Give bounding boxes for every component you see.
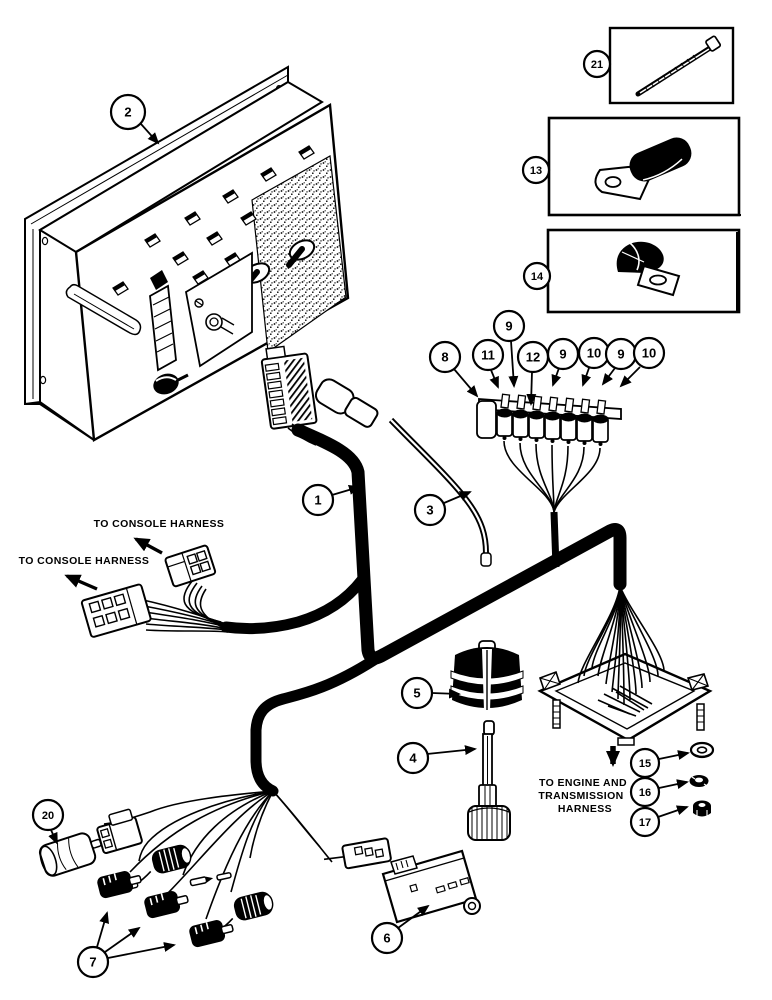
- callout-11: 11: [471, 338, 505, 372]
- harness-trunk: [291, 423, 627, 665]
- svg-text:5: 5: [413, 686, 420, 701]
- console-arrow-icon: [64, 574, 98, 591]
- callout-16: 16: [629, 776, 661, 808]
- bottom-connector-4pin: [96, 808, 143, 855]
- svg-text:12: 12: [526, 350, 540, 365]
- svg-text:9: 9: [505, 319, 512, 334]
- cluster-edge-connector: [149, 270, 177, 372]
- bottom-wire-fan: [103, 790, 333, 920]
- callout-4: 4: [396, 741, 430, 775]
- callout-13: 13: [521, 155, 551, 185]
- cluster-lamp-plate: [184, 251, 253, 368]
- callout-8: 8: [428, 340, 462, 374]
- callout-leaders: [48, 123, 690, 959]
- cluster-bottom-edge: [24, 400, 95, 441]
- callout-21: 21: [582, 49, 612, 79]
- svg-text:9: 9: [617, 347, 624, 362]
- callout-balloons: 1 2 3 4 5 6 7 8 11 9 12 9 10 9 10 13 14 …: [31, 49, 666, 979]
- console-arrow-icon: [133, 537, 163, 555]
- lock-washer: [689, 775, 709, 787]
- console-ribbon-wires: [142, 579, 229, 633]
- callout-14: 14: [522, 261, 552, 291]
- clamp-box: [547, 116, 741, 217]
- module-connector-3pin: [323, 837, 392, 870]
- plug-connector: [187, 915, 236, 950]
- module-mount-ear: [463, 897, 481, 915]
- cluster-top-face: [38, 80, 324, 254]
- engine-harness-label-line2: TRANSMISSION: [538, 790, 623, 802]
- lamp-rail-wires: [503, 440, 601, 513]
- callout-10b: 10: [632, 336, 666, 370]
- callout-5: 5: [400, 676, 434, 710]
- cluster-harness-connector: [260, 345, 318, 430]
- plate-foot: [617, 737, 635, 746]
- engine-harness-label-line1: TO ENGINE AND: [539, 777, 627, 789]
- svg-text:8: 8: [441, 350, 448, 365]
- grommet: [450, 640, 524, 710]
- wiring-harness: [220, 423, 627, 797]
- callout-9c: 9: [604, 337, 638, 371]
- cable-clamp: [594, 137, 692, 201]
- boot-cable: [314, 378, 492, 567]
- instrument-cluster: [24, 65, 350, 442]
- lamp-rail-end-plate: [476, 400, 497, 439]
- svg-text:6: 6: [383, 931, 390, 946]
- engine-harness-label-line3: HARNESS: [558, 803, 612, 815]
- console-harness-label-lower: TO CONSOLE HARNESS: [19, 555, 150, 567]
- callout-9: 9: [492, 309, 526, 343]
- flasher-module: [381, 849, 481, 924]
- console-connector-6pin: [80, 583, 152, 638]
- svg-text:9: 9: [559, 347, 566, 362]
- drive-shaft: [467, 720, 511, 841]
- svg-text:7: 7: [89, 955, 96, 970]
- hex-nut: [693, 800, 711, 817]
- plug-connector: [142, 886, 191, 921]
- console-harness-label-upper: TO CONSOLE HARNESS: [94, 518, 225, 530]
- callout-20: 20: [31, 798, 65, 832]
- svg-text:4: 4: [409, 751, 417, 766]
- harness-bottom-branch: [250, 654, 380, 797]
- callout-6: 6: [370, 921, 404, 955]
- callout-10: 10: [577, 336, 611, 370]
- svg-text:21: 21: [591, 59, 603, 71]
- bullet-connector: [189, 872, 232, 887]
- plug-connector: [95, 866, 144, 901]
- callout-9b: 9: [546, 337, 580, 371]
- plate-stud: [552, 699, 561, 729]
- engine-wire-fan: [577, 585, 665, 717]
- callout-12: 12: [516, 340, 550, 374]
- svg-text:2: 2: [124, 105, 131, 120]
- clamp-bracket-box: [546, 228, 741, 314]
- cluster-knob: [153, 373, 189, 395]
- svg-text:17: 17: [639, 817, 651, 829]
- callout-7: 7: [76, 945, 110, 979]
- cable-tie: [635, 35, 722, 97]
- svg-text:14: 14: [531, 271, 544, 283]
- callout-17: 17: [629, 806, 661, 838]
- plate-stud: [696, 703, 705, 731]
- callout-3: 3: [413, 493, 447, 527]
- callout-1: 1: [301, 483, 335, 517]
- capacitor: [38, 832, 102, 877]
- flat-washer: [689, 741, 715, 759]
- toggle-switch: [286, 239, 316, 268]
- engine-connector-plate: [537, 652, 713, 746]
- svg-text:20: 20: [42, 810, 54, 822]
- console-connector-4pin: [164, 544, 217, 588]
- svg-text:11: 11: [481, 348, 495, 363]
- cable-tie-box: [608, 26, 735, 105]
- svg-text:16: 16: [639, 787, 651, 799]
- svg-text:10: 10: [642, 346, 656, 361]
- svg-text:13: 13: [530, 165, 542, 177]
- lamp-rail: [476, 393, 622, 513]
- svg-text:15: 15: [639, 758, 651, 770]
- callout-15: 15: [629, 747, 661, 779]
- p-clamp: [616, 241, 681, 297]
- svg-text:10: 10: [587, 346, 601, 361]
- svg-text:1: 1: [314, 493, 321, 508]
- svg-text:3: 3: [426, 503, 433, 518]
- callout-2: 2: [109, 93, 147, 131]
- harness-console-branch: [220, 574, 368, 635]
